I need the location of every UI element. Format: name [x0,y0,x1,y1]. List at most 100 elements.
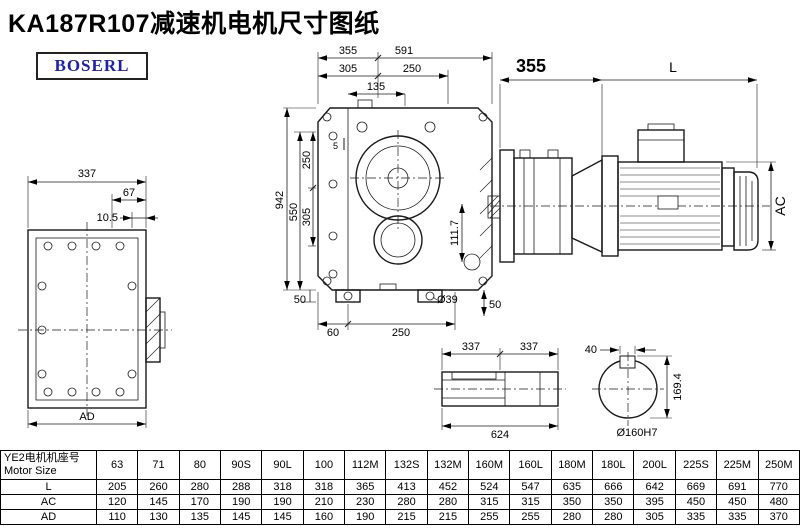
top-keyway-notch [357,99,373,109]
dim-355-side: 355 [516,56,546,76]
dimension-value-cell: 230 [344,494,387,510]
dimension-value-cell: 280 [426,494,470,510]
dim-355-top: 355 [339,45,357,57]
mounting-foot-left [335,289,361,303]
motor-size-column-header: 90S [220,450,263,480]
motor-end-bell [721,167,735,247]
secondary-bore-circle [373,215,423,265]
input-shaft-hatch [487,195,501,219]
table-header-label: YE2电机机座号 Motor Size [0,450,97,480]
dimension-value-cell: 350 [550,494,594,510]
dimension-value-cell: 395 [633,494,676,510]
header-motor-size-en: Motor Size [4,465,57,477]
dimension-value-cell: 365 [344,479,387,495]
dim-591: 591 [395,45,413,57]
dimension-value-cell: 120 [95,494,139,510]
dimension-value-cell: 135 [178,509,222,525]
bore-detail-dimensions: 40 169.4 Ø160H7 [585,344,684,439]
housing-hatch [479,157,493,259]
shaft-detail-dimensions: 337 337 624 [441,341,559,441]
dim-10-5: 10.5 [97,212,118,224]
dimension-value-cell: 280 [592,509,635,525]
dim-337-flange: 337 [78,168,96,180]
dimension-value-cell: 280 [385,494,428,510]
motor-size-column-header: 80 [178,450,222,480]
dim-624: 624 [491,429,509,441]
dimension-value-cell: 635 [550,479,594,495]
dimension-value-cell: 315 [468,494,511,510]
dimension-value-cell: 260 [137,479,180,495]
dim-337-shaft-left: 337 [462,341,480,353]
dim-60: 60 [327,327,339,339]
dimension-value-cell: 450 [716,494,759,510]
motor-size-column-header: 132M [426,450,470,480]
dimension-value-cell: 413 [385,479,428,495]
side-view-dimensions: 355 L AC [499,56,788,251]
motor-size-column-header: 112M [344,450,387,480]
motor-size-column-header: 160L [509,450,552,480]
front-view [317,99,493,303]
dim-550: 550 [288,203,300,221]
flange-view [18,222,172,416]
bore-keyway [619,355,636,369]
dimension-value-cell: 370 [757,509,800,525]
output-shaft-hatch [145,297,166,363]
dimension-value-cell: 280 [550,509,594,525]
dimension-value-cell: 305 [633,509,676,525]
motor-size-column-header: 100 [302,450,346,480]
dim-250-left: 250 [301,151,313,169]
dimension-value-cell: 215 [426,509,470,525]
motor-size-column-header: 160M [468,450,511,480]
motor-size-column-header: 225S [674,450,718,480]
fan-cover [733,171,759,251]
dimension-value-cell: 190 [220,494,263,510]
dim-169-4: 169.4 [672,373,684,401]
dimension-value-cell: 450 [674,494,718,510]
dimension-value-cell: 280 [178,479,222,495]
dimension-value-cell: 315 [509,494,552,510]
dim-50-left: 50 [294,294,306,306]
dimension-value-cell: 318 [261,479,304,495]
dimension-value-cell: 350 [592,494,635,510]
dimension-value-cell: 160 [302,509,346,525]
dimension-value-cell: 210 [302,494,346,510]
dimension-value-cell: 110 [95,509,139,525]
motor-size-column-header: 180L [592,450,635,480]
flange-view-dimensions: 337 67 10.5 AD [27,168,158,428]
dimension-value-cell: 642 [633,479,676,495]
dim-5: 5 [333,141,338,151]
front-view-dimensions: 355 591 305 250 135 942 550 250 305 5 [274,45,501,339]
dim-AD: AD [79,411,94,423]
dimension-value-cell: 524 [468,479,511,495]
row-label: L [0,479,97,495]
shaft-detail [434,371,566,407]
dim-135: 135 [367,81,385,93]
motor-nameplate [657,195,679,210]
motor-size-column-header: 132S [385,450,428,480]
side-view [487,123,770,263]
dim-AC: AC [772,196,788,215]
dimension-value-cell: 170 [178,494,222,510]
dimension-value-cell: 288 [220,479,263,495]
dimension-value-cell: 669 [674,479,718,495]
dimension-value-cell: 145 [220,509,263,525]
dim-L: L [669,59,677,75]
motor-size-column-header: 63 [95,450,139,480]
motor-size-column-header: 180M [550,450,594,480]
dim-250-top: 250 [403,63,421,75]
technical-drawing: 355 591 305 250 135 942 550 250 305 5 [18,45,788,441]
terminal-box [637,129,685,163]
row-label: AD [0,509,97,525]
mounting-foot-right [417,289,443,303]
dimension-value-cell: 205 [95,479,139,495]
dim-250-bottom: 250 [392,327,410,339]
motor-cooling-fins [620,167,720,245]
dimension-value-cell: 255 [509,509,552,525]
row-label: AC [0,494,97,510]
motor-size-column-header: 225M [716,450,759,480]
